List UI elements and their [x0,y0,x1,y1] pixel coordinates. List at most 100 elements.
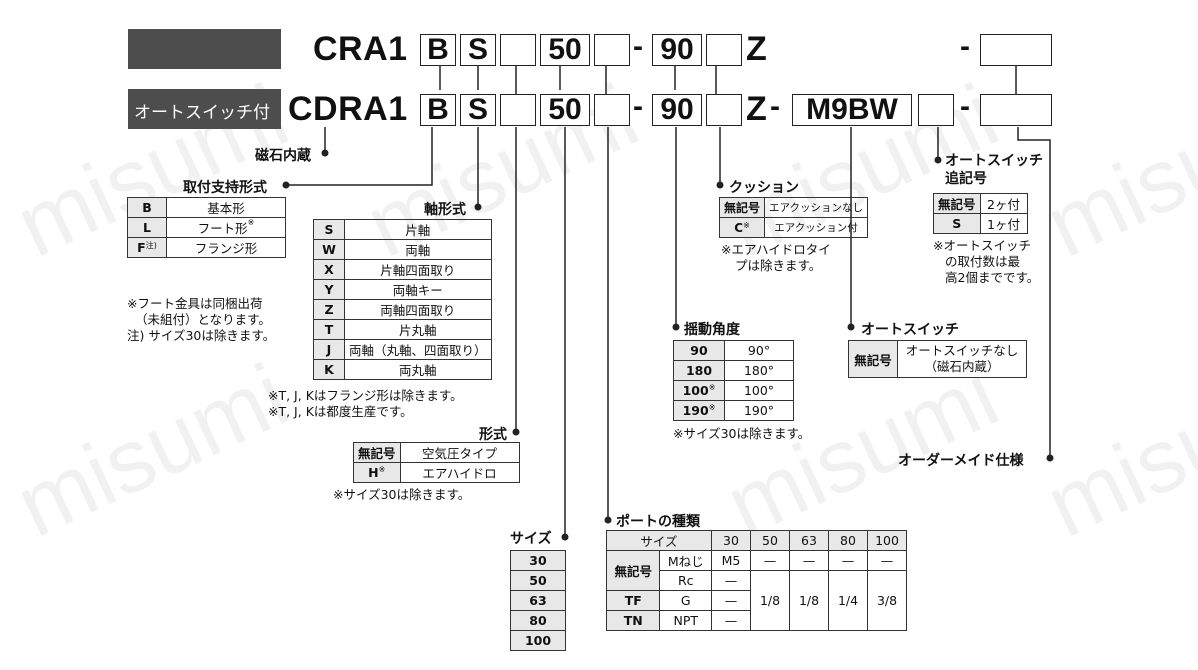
port-title: ポートの種類 [616,514,700,530]
type-note: ※サイズ30は除きます。 [333,487,471,502]
port-header: 100 [867,530,907,551]
mount-code: B [127,197,167,218]
addsym-title-line: オートスイッチ [945,153,1043,169]
cushion-code: 無記号 [718,197,766,218]
note-line: 高2個までです。 [945,270,1040,285]
type-desc: エアハイドロ [399,462,520,483]
port-value: — [711,610,751,631]
port-thread: G [659,590,712,611]
angle-code: 180 [673,360,725,381]
shaft-note: ※T, J, Kはフランジ形は除きます。 ※T, J, Kは都度生産です。 [268,388,463,420]
type-table: 無記号空気圧タイプ H※エアハイドロ [353,442,520,483]
table-row: 190※190° [673,400,794,421]
note-mark: 注) [145,241,157,250]
port-code: TF [605,590,661,611]
table-row: 30 [510,550,566,571]
shaft-code-box: S [460,34,496,66]
autoswitch-desc: （磁石内蔵） [924,359,1000,374]
port-value: 1/8 [750,570,790,631]
port-header: 63 [789,530,829,551]
shaft-code: Z [313,299,345,320]
port-value: 1/4 [828,570,868,631]
size-code-box: 50 [540,34,590,66]
port-value: M5 [711,550,751,571]
shaft-code: K [313,359,345,380]
angle-code: 100 [682,383,709,398]
port-table: サイズ 30 50 63 80 100 無記号 Mねじ M5 — — — — R… [605,530,907,631]
note-mark: ※ [708,383,716,392]
note-line: （未組付）となります。 [135,312,271,327]
addsym-title-line: 追記号 [945,171,987,187]
angle-desc: 190° [724,400,794,421]
addsym-title: オートスイッチ 追記号 [945,152,1043,188]
shaft-desc: 両軸キー [344,279,492,300]
port-thread: Rc [659,570,712,591]
shaft-code: J [313,339,345,360]
autoswitch-desc: オートスイッチなし [905,343,1019,358]
mount-code-box: B [420,34,456,66]
table-row: 100 [510,630,566,651]
shaft-desc: 片丸軸 [344,319,492,340]
table-row: 無記号エアクッションなし [718,197,868,218]
note-line: ※オートスイッチ [933,238,1031,253]
mount-code-box: B [420,94,456,126]
table-row: H※エアハイドロ [353,462,520,483]
table-row: 50 [510,570,566,591]
table-row: 無記号 オートスイッチなし （磁石内蔵） [848,340,1027,378]
order-code-box [980,94,1052,126]
shaft-code: T [313,319,345,340]
mount-code: L [127,217,167,238]
port-code-box [594,34,630,66]
shaft-code: X [313,259,345,280]
autoswitch-table: 無記号 オートスイッチなし （磁石内蔵） [848,340,1027,378]
port-value: — [750,550,790,571]
port-header: 80 [828,530,868,551]
port-code: TN [605,610,661,631]
size-value: 30 [510,550,566,571]
order-made-label: オーダーメイド仕様 [898,453,1024,469]
angle-code: 90 [673,340,725,361]
shaft-code: W [313,239,345,260]
separator-dash: - [770,90,780,123]
mount-title: 取付支持形式 [183,180,267,196]
cushion-note: ※エアハイドロタイ プは除きます。 [721,242,831,274]
switch-code-box: M9BW [792,94,912,126]
table-row: C※エアクッション付 [718,217,868,238]
shaft-code: Y [313,279,345,300]
type-desc: 空気圧タイプ [399,442,520,463]
separator-dash: - [960,90,970,123]
mount-desc: フランジ形 [194,241,258,256]
autoswitch-tag: オートスイッチ付 [128,89,281,129]
note-line: の取付数は最 [945,254,1021,269]
order-code-box [980,34,1052,66]
cushion-code-box [706,94,742,126]
mount-desc: フート形 [197,221,248,236]
separator-dash: - [960,30,970,63]
cushion-desc: エアクッション付 [764,217,868,238]
shaft-title: 軸形式 [424,202,466,218]
type-title: 形式 [479,427,507,443]
angle-desc: 180° [724,360,794,381]
port-thread: NPT [659,610,712,631]
z-code: Z [746,30,768,68]
table-row: 無記号空気圧タイプ [353,442,520,463]
port-value: — [711,590,751,611]
shaft-desc: 片軸四面取り [344,259,492,280]
shaft-code-box: S [460,94,496,126]
port-value: 3/8 [867,570,907,631]
model-code-cra1: CRA1 [313,30,408,68]
size-value: 50 [510,570,566,591]
cushion-code-box [706,34,742,66]
angle-note: ※サイズ30は除きます。 [673,426,811,441]
